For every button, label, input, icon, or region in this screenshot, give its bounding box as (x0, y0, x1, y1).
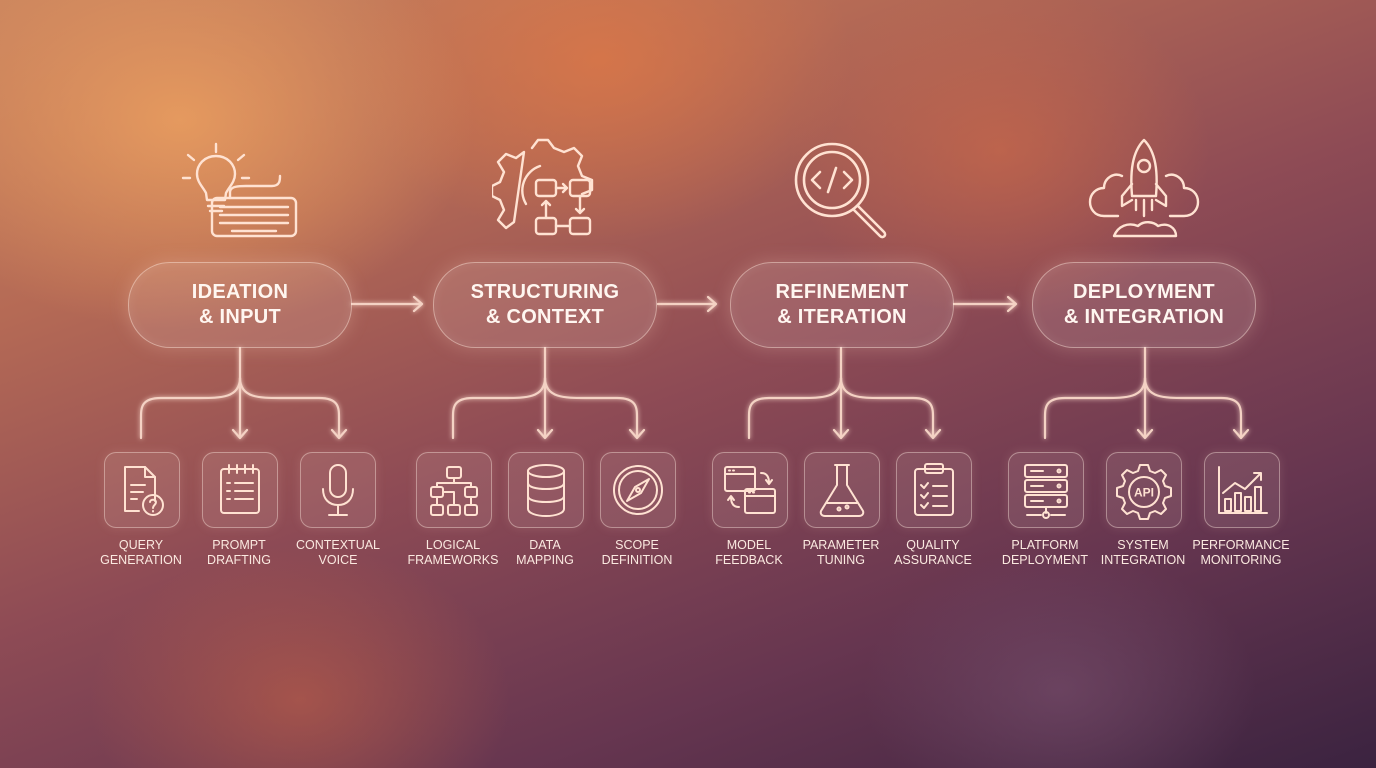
stage-structuring-context: STRUCTURING & CONTEXT (433, 262, 657, 348)
label-line1: SYSTEM (1117, 538, 1169, 552)
label-line2: INTEGRATION (1100, 553, 1186, 567)
label-line1: SCOPE (615, 538, 659, 552)
branch-left-1 (139, 376, 242, 440)
label-line1: PARAMETER (802, 538, 880, 552)
stage-arrow-2 (656, 295, 718, 313)
label-line2: MONITORING (1200, 553, 1282, 567)
gear-flowchart-icon (492, 138, 594, 236)
tile-prompt-drafting (202, 452, 278, 528)
branch-center-1 (231, 346, 249, 440)
stage-title-line2: & INPUT (198, 306, 282, 328)
branch-left-2 (451, 376, 547, 440)
compass-icon (613, 465, 663, 515)
label-line1: DATA (529, 538, 561, 552)
label-line2: TUNING (817, 553, 865, 567)
hierarchy-icon (430, 466, 478, 516)
branch-left-3 (747, 376, 843, 440)
label-line2: DRAFTING (207, 553, 271, 567)
stage-ideation-input: IDEATION & INPUT (128, 262, 352, 348)
label-line2: ASSURANCE (894, 553, 972, 567)
database-icon (527, 464, 565, 517)
tile-platform-deployment (1008, 452, 1084, 528)
tile-query-generation (104, 452, 180, 528)
branch-center-4 (1136, 346, 1154, 440)
stage-title-line2: & ITERATION (777, 306, 907, 328)
label-line1: CONTEXTUAL (295, 538, 381, 552)
label-line1: PERFORMANCE (1192, 538, 1290, 552)
stage-title-line1: IDEATION (191, 281, 289, 303)
microphone-icon (322, 464, 354, 516)
notepad-icon (220, 464, 260, 514)
server-icon (1024, 464, 1068, 519)
branch-left-4 (1043, 376, 1147, 440)
label-line2: FRAMEWORKS (407, 553, 499, 567)
tile-system-integration: API (1106, 452, 1182, 528)
clipboard-checklist-icon (914, 463, 954, 516)
label-line2: FEEDBACK (715, 553, 783, 567)
growth-chart-icon (1218, 466, 1268, 514)
api-gear-icon: API (1116, 464, 1172, 520)
tile-scope-definition (600, 452, 676, 528)
stage-title-line2: & CONTEXT (485, 306, 605, 328)
stage-title-line2: & INTEGRATION (1063, 306, 1225, 328)
label-line1: LOGICAL (425, 538, 481, 552)
lightbulb-keyboard-icon (181, 142, 298, 238)
tile-quality-assurance (896, 452, 972, 528)
stage-title-line1: REFINEMENT (775, 281, 909, 303)
windows-sync-icon (724, 466, 776, 514)
tile-contextual-voice (300, 452, 376, 528)
branch-right-4 (1143, 376, 1250, 440)
branch-right-1 (238, 376, 348, 440)
tile-model-feedback (712, 452, 788, 528)
branch-center-2 (536, 346, 554, 440)
stage-deployment-integration: DEPLOYMENT & INTEGRATION (1032, 262, 1256, 348)
label-line1: MODEL (726, 538, 772, 552)
label-line2: VOICE (318, 553, 358, 567)
stage-refinement-iteration: REFINEMENT & ITERATION (730, 262, 954, 348)
magnifier-code-icon (794, 142, 887, 239)
label-line2: DEPLOYMENT (1001, 553, 1089, 567)
label-line1: PLATFORM (1011, 538, 1079, 552)
label-line1: QUALITY (906, 538, 960, 552)
stage-title-line1: STRUCTURING (470, 281, 620, 303)
stage-title-line1: DEPLOYMENT (1073, 281, 1215, 303)
label-line1: PROMPT (212, 538, 266, 552)
branch-right-3 (839, 376, 942, 440)
document-question-icon (124, 466, 164, 516)
flask-icon (819, 464, 865, 517)
tile-data-mapping (508, 452, 584, 528)
label-line2: DEFINITION (601, 553, 673, 567)
tile-performance-monitoring (1204, 452, 1280, 528)
label-line1: QUERY (118, 538, 164, 552)
stage-arrow-3 (952, 295, 1018, 313)
rocket-cloud-icon (1088, 138, 1200, 238)
branch-right-2 (543, 376, 646, 440)
tile-parameter-tuning (804, 452, 880, 528)
api-gear-label: API (1134, 486, 1154, 500)
branch-center-3 (832, 346, 850, 440)
label-line2: GENERATION (100, 553, 182, 567)
stage-arrow-1 (350, 295, 424, 313)
label-line2: MAPPING (516, 553, 574, 567)
tile-logical-frameworks (416, 452, 492, 528)
